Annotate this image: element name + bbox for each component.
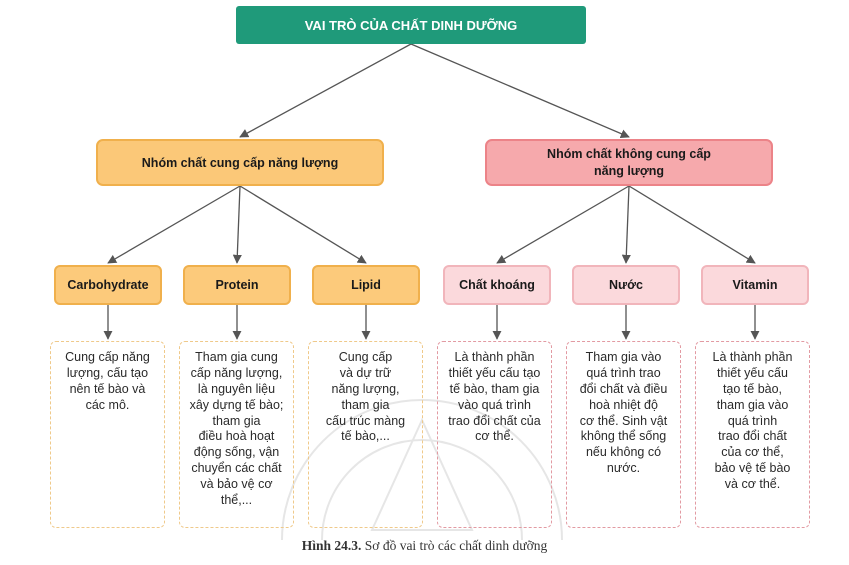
description-line: trao đổi chất <box>718 429 787 444</box>
description-line: tế bào, tham gia <box>449 381 540 396</box>
description-line: Là thành phần <box>712 350 793 364</box>
description-line: cấu trúc màng <box>325 413 406 428</box>
category-box-mineral: Chất khoáng <box>443 265 551 305</box>
figure-caption-label: Hình 24.3. <box>301 538 362 553</box>
root-title: VAI TRÒ CỦA CHẤT DINH DƯỠNG <box>304 17 518 33</box>
description-line: và dự trữ <box>339 365 392 380</box>
description-line: lượng, cấu tạo <box>66 365 149 380</box>
description-line: Tham gia vào <box>585 350 662 364</box>
description-line: tế bào,... <box>341 429 390 444</box>
description-line: tạo tế bào, <box>722 381 783 396</box>
category-label: Chất khoáng <box>459 278 535 292</box>
description-line: động sống, vận <box>193 445 280 460</box>
description-line: thiết yếu cấu tạo <box>448 365 541 380</box>
arrow-energy-to-protein <box>232 185 242 264</box>
description-line: Là thành phần <box>454 350 535 364</box>
description-line: chuyển các chất <box>191 461 282 476</box>
description-line: quá trình trao <box>586 365 661 380</box>
description-box-lipid: Cung cấp và dự trữ năng lượng, tham gia … <box>308 341 423 528</box>
category-box-vitamin: Vitamin <box>701 265 809 305</box>
description-line: trao đổi chất của <box>448 413 541 428</box>
energy-group-box: Nhóm chất cung cấp năng lượng <box>96 139 384 186</box>
description-line: là nguyên liệu <box>197 381 276 396</box>
description-line: vào quá trình <box>458 397 531 412</box>
arrow-root-to-energy <box>239 43 412 138</box>
description-line: đổi chất và điều <box>579 381 668 396</box>
description-line: và bảo vệ cơ thể,... <box>200 477 273 507</box>
description-line: cơ thể. <box>475 429 514 444</box>
description-line: hoà nhiệt độ <box>589 397 658 412</box>
description-line: nước. <box>606 461 641 476</box>
description-box-protein: Tham gia cung cấp năng lượng, là nguyên … <box>179 341 294 528</box>
description-line: tham gia vào <box>716 397 789 412</box>
description-line: Tham gia cung <box>195 350 278 364</box>
non-energy-group-title-line2: năng lượng <box>593 163 664 178</box>
description-line: nếu không có <box>585 445 662 460</box>
description-line: thiết yếu cấu <box>717 365 788 380</box>
description-box-carbohydrate: Cung cấp năng lượng, cấu tạo nên tế bào … <box>50 341 165 528</box>
description-line: điều hoà hoạt <box>198 429 275 444</box>
description-line: các mô. <box>85 397 130 412</box>
category-box-protein: Protein <box>183 265 291 305</box>
description-line: Cung cấp <box>338 350 393 364</box>
description-line: xây dựng tế bào; <box>189 397 284 412</box>
figure-caption-text: Sơ đồ vai trò các chất dinh dưỡng <box>364 538 548 553</box>
figure-caption: Hình 24.3. Sơ đồ vai trò các chất dinh d… <box>0 538 849 554</box>
description-line: của cơ thể, <box>721 445 784 460</box>
description-box-water: Tham gia vào quá trình trao đổi chất và … <box>566 341 681 528</box>
description-line: tham gia <box>212 413 261 428</box>
description-line: và cơ thể. <box>724 477 781 491</box>
arrow-root-to-non-energy <box>410 43 630 138</box>
energy-group-title: Nhóm chất cung cấp năng lượng <box>141 155 339 170</box>
category-label: Lipid <box>351 278 381 292</box>
description-line: không thể sống <box>580 429 667 444</box>
category-label: Nước <box>609 278 643 292</box>
description-line: cơ thể. Sinh vật <box>579 413 668 428</box>
description-line: cấp năng lượng, <box>190 365 283 380</box>
non-energy-group-box: Nhóm chất không cung cấp năng lượng <box>485 139 773 186</box>
category-box-water: Nước <box>572 265 680 305</box>
description-box-mineral: Là thành phần thiết yếu cấu tạo tế bào, … <box>437 341 552 528</box>
non-energy-group-title-line1: Nhóm chất không cung cấp <box>547 146 711 161</box>
description-box-vitamin: Là thành phần thiết yếu cấu tạo tế bào, … <box>695 341 810 528</box>
description-line: nên tế bào và <box>69 381 146 396</box>
description-line: Cung cấp năng <box>65 350 150 364</box>
category-box-lipid: Lipid <box>312 265 420 305</box>
arrow-energy-to-lipid <box>239 185 367 264</box>
category-label: Vitamin <box>732 278 778 292</box>
description-line: năng lượng, <box>331 381 400 396</box>
arrow-non-energy-to-water <box>621 185 631 264</box>
arrow-energy-to-carbohydrate <box>107 185 241 264</box>
arrow-non-energy-to-vitamin <box>628 185 756 264</box>
root-title-box: VAI TRÒ CỦA CHẤT DINH DƯỠNG <box>236 6 586 44</box>
category-label: Carbohydrate <box>67 278 149 292</box>
arrow-non-energy-to-mineral <box>496 185 630 264</box>
description-line: bảo vệ tế bào <box>714 461 791 476</box>
category-label: Protein <box>215 278 259 292</box>
category-box-carbohydrate: Carbohydrate <box>54 265 162 305</box>
description-line: quá trình <box>727 413 778 428</box>
description-line: tham gia <box>341 397 390 412</box>
